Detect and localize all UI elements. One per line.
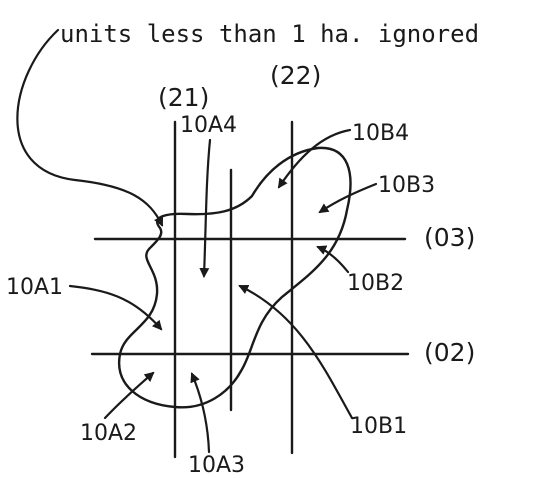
arrow-10a2	[103, 371, 155, 420]
grid-label-22: (22)	[270, 61, 321, 90]
grid-label-03: (03)	[424, 223, 475, 252]
unit-boundary-outline	[117, 146, 352, 409]
arrow-10b4	[277, 128, 352, 189]
arrow-10a4	[199, 138, 212, 278]
unit-label-10b4: 10B4	[352, 121, 409, 146]
grid-label-21: (21)	[158, 83, 209, 112]
ignored-units-note: units less than 1 ha. ignored	[60, 20, 479, 48]
unit-label-10a4: 10A4	[180, 113, 237, 138]
arrow-10a1	[68, 284, 163, 331]
grid-label-02: (02)	[424, 338, 475, 367]
unit-label-10b2: 10B2	[347, 271, 404, 296]
arrow-10b2	[316, 245, 350, 274]
arrow-10b3	[318, 182, 378, 214]
unit-label-10b3: 10B3	[378, 173, 435, 198]
arrow-10b1	[238, 284, 354, 420]
arrow-ignored-units	[16, 28, 164, 227]
arrow-10a3	[190, 372, 211, 454]
unit-label-10a3: 10A3	[188, 453, 245, 478]
unit-label-10a2: 10A2	[80, 421, 137, 446]
unit-label-10b1: 10B1	[350, 414, 407, 439]
unit-label-10a1: 10A1	[6, 275, 63, 300]
